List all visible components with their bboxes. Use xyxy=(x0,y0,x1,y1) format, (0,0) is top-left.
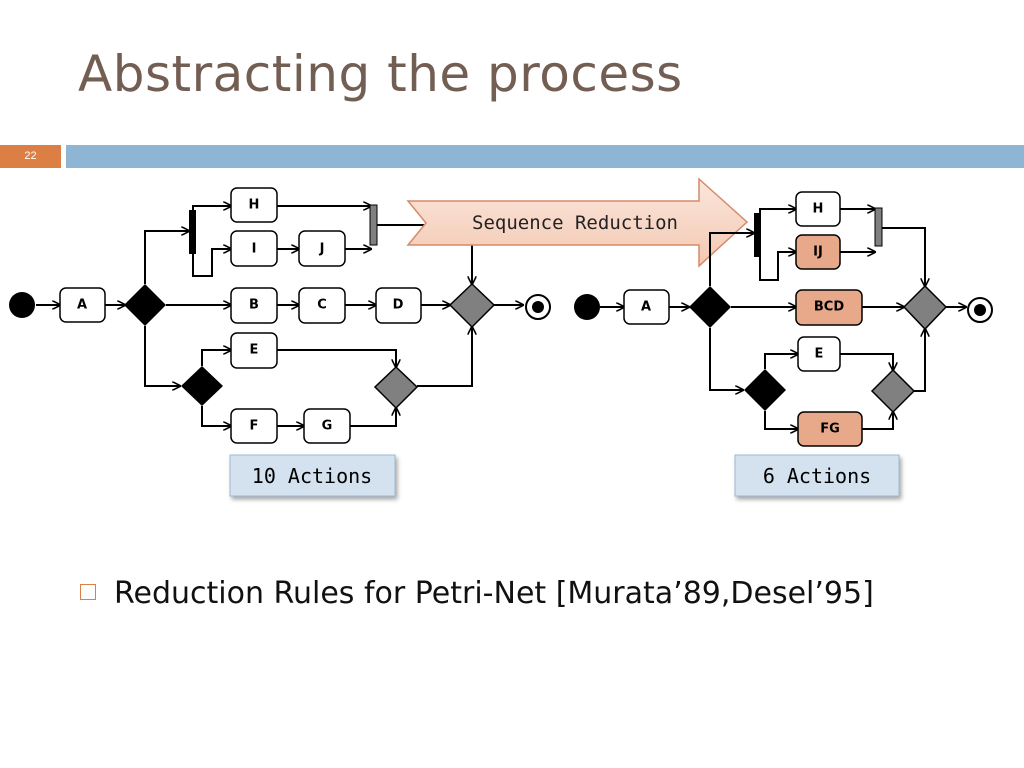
svg-text:H: H xyxy=(249,198,260,213)
svg-text:E: E xyxy=(815,347,824,362)
and-split-bar xyxy=(754,213,761,257)
xor-join-gateway xyxy=(902,284,948,331)
task-node-g: G xyxy=(303,408,351,444)
svg-text:A: A xyxy=(77,298,87,313)
xor-split-gateway xyxy=(124,284,166,326)
svg-text:A: A xyxy=(641,300,651,315)
xor-split-gateway xyxy=(181,366,223,406)
svg-text:B: B xyxy=(249,298,259,313)
task-node-d: D xyxy=(375,287,422,324)
bullet-item: Reduction Rules for Petri-Net [Murata’89… xyxy=(80,576,874,611)
slide-title: Abstracting the process xyxy=(78,45,683,103)
right-action-count-text: 6 Actions xyxy=(763,464,871,488)
task-node-e: E xyxy=(230,332,278,369)
task-node-a: A xyxy=(623,289,670,325)
svg-text:H: H xyxy=(813,202,824,217)
svg-text:C: C xyxy=(317,298,327,313)
and-join-bar xyxy=(874,207,883,247)
and-split-bar xyxy=(189,210,196,254)
header-bar xyxy=(66,145,1024,168)
xor-join-gateway xyxy=(373,365,419,410)
left-process-diagram: A H I J B C D E F G 10 Actions xyxy=(9,187,551,497)
task-node-c: C xyxy=(298,287,346,324)
svg-text:D: D xyxy=(393,298,404,313)
xor-join-gateway xyxy=(448,282,496,329)
task-node-ij: IJ xyxy=(795,234,841,270)
slide-number: 22 xyxy=(0,145,61,168)
xor-split-gateway xyxy=(689,286,731,328)
task-node-bcd: BCD xyxy=(795,289,863,326)
task-node-b: B xyxy=(230,287,278,324)
task-node-h: H xyxy=(230,187,278,223)
svg-text:E: E xyxy=(250,343,259,358)
task-node-e: E xyxy=(797,336,841,372)
svg-text:IJ: IJ xyxy=(813,245,823,260)
xor-split-gateway xyxy=(744,369,786,411)
bullet-square-icon xyxy=(80,583,96,600)
right-process-diagram: A H IJ BCD E FG 6 Actions xyxy=(574,191,993,497)
and-join-bar xyxy=(369,204,378,246)
right-action-count-label xyxy=(734,454,900,497)
start-event-icon xyxy=(574,294,600,320)
svg-text:FG: FG xyxy=(820,422,840,437)
task-node-h: H xyxy=(795,191,841,227)
xor-join-gateway xyxy=(870,368,916,414)
svg-text:G: G xyxy=(322,419,333,434)
bullet-text: Reduction Rules for Petri-Net [Murata’89… xyxy=(114,576,874,611)
svg-text:J: J xyxy=(319,242,325,257)
arrow-label: Sequence Reduction xyxy=(472,212,678,234)
task-node-f: F xyxy=(230,408,278,444)
task-node-fg: FG xyxy=(797,411,863,447)
task-node-a: A xyxy=(59,287,106,323)
sequence-reduction-arrow: Sequence Reduction xyxy=(406,177,749,268)
start-event-icon xyxy=(9,292,35,318)
svg-text:BCD: BCD xyxy=(814,300,844,315)
task-node-i: I xyxy=(230,230,278,267)
svg-text:F: F xyxy=(250,419,259,434)
left-action-count-text: 10 Actions xyxy=(252,464,372,488)
task-node-j: J xyxy=(298,230,346,267)
svg-text:I: I xyxy=(252,242,257,257)
left-action-count-label xyxy=(229,454,396,497)
